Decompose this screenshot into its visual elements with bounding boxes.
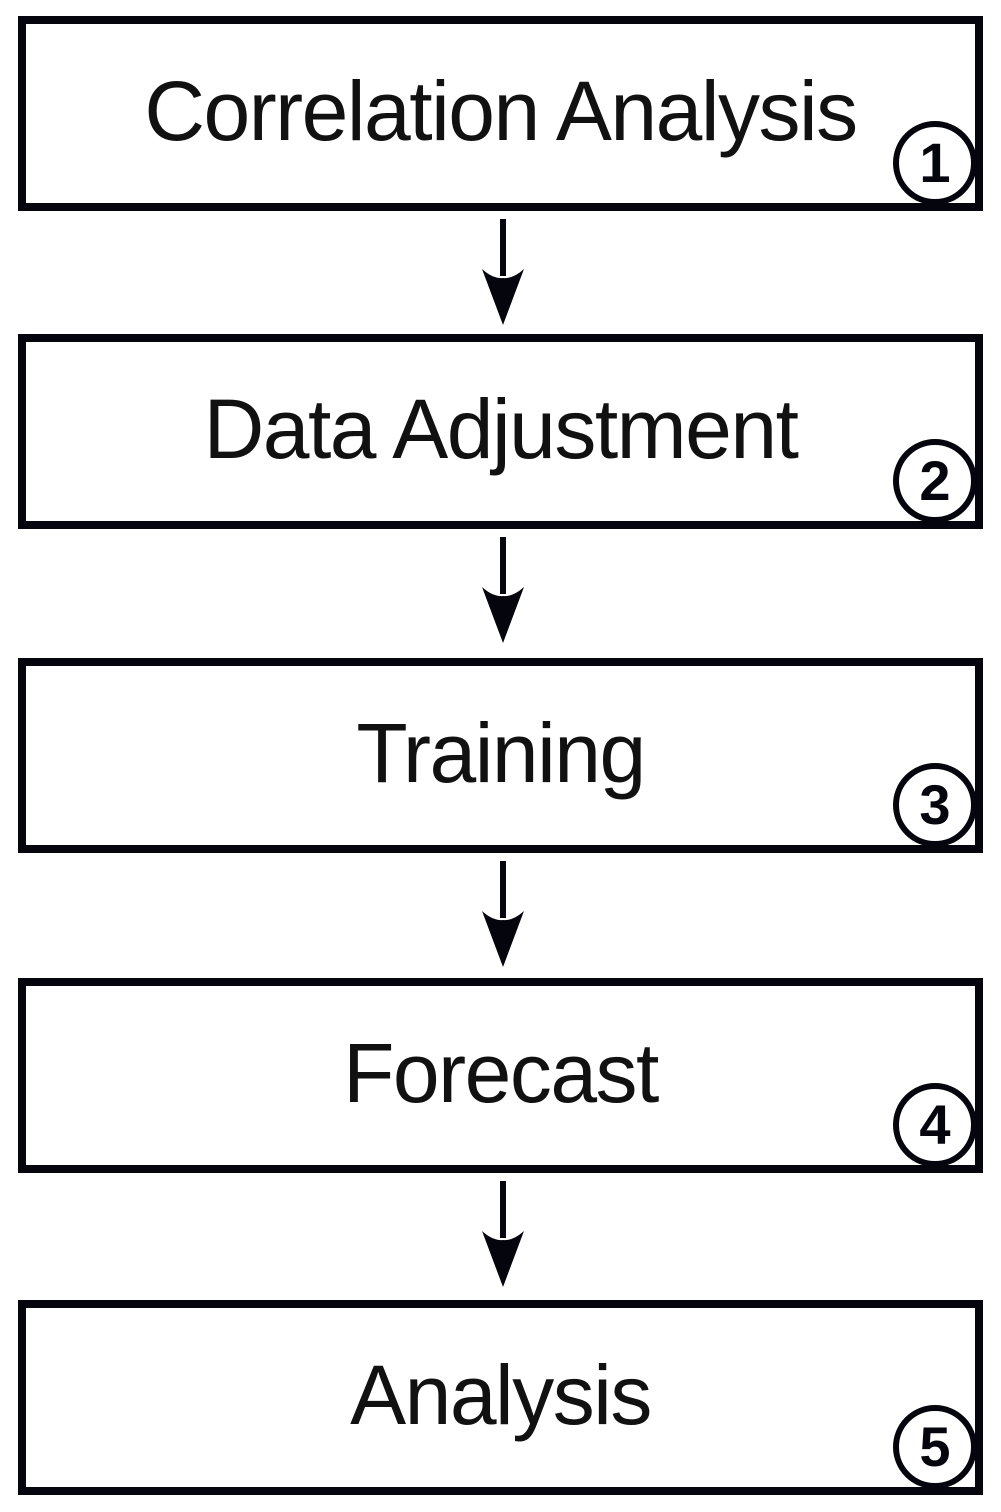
down-arrow-icon — [481, 219, 525, 326]
down-arrow-icon — [481, 537, 525, 644]
step-label: Data Adjustment — [203, 381, 799, 476]
step-number-badge: 1 — [893, 121, 977, 205]
down-arrow-icon — [481, 861, 525, 968]
step-label: Analysis — [350, 1347, 652, 1442]
step-number-badge: 3 — [893, 763, 977, 847]
step-number-badge: 2 — [893, 439, 977, 523]
step-label: Forecast — [343, 1025, 659, 1120]
step-label: Correlation Analysis — [144, 63, 858, 158]
step-label: Training — [356, 705, 646, 800]
step-number: 1 — [919, 131, 951, 194]
flowchart-step-3: Training 3 — [18, 658, 983, 853]
step-number: 4 — [919, 1093, 951, 1156]
flowchart-step-2: Data Adjustment 2 — [18, 334, 983, 529]
step-number: 5 — [919, 1415, 951, 1478]
step-number-badge: 5 — [893, 1405, 977, 1489]
step-number: 3 — [919, 773, 951, 836]
step-number: 2 — [919, 449, 951, 512]
step-number-badge: 4 — [893, 1083, 977, 1167]
flowchart-step-5: Analysis 5 — [18, 1300, 983, 1495]
flowchart-step-1: Correlation Analysis 1 — [18, 16, 983, 211]
down-arrow-icon — [481, 1181, 525, 1288]
flowchart-step-4: Forecast 4 — [18, 978, 983, 1173]
